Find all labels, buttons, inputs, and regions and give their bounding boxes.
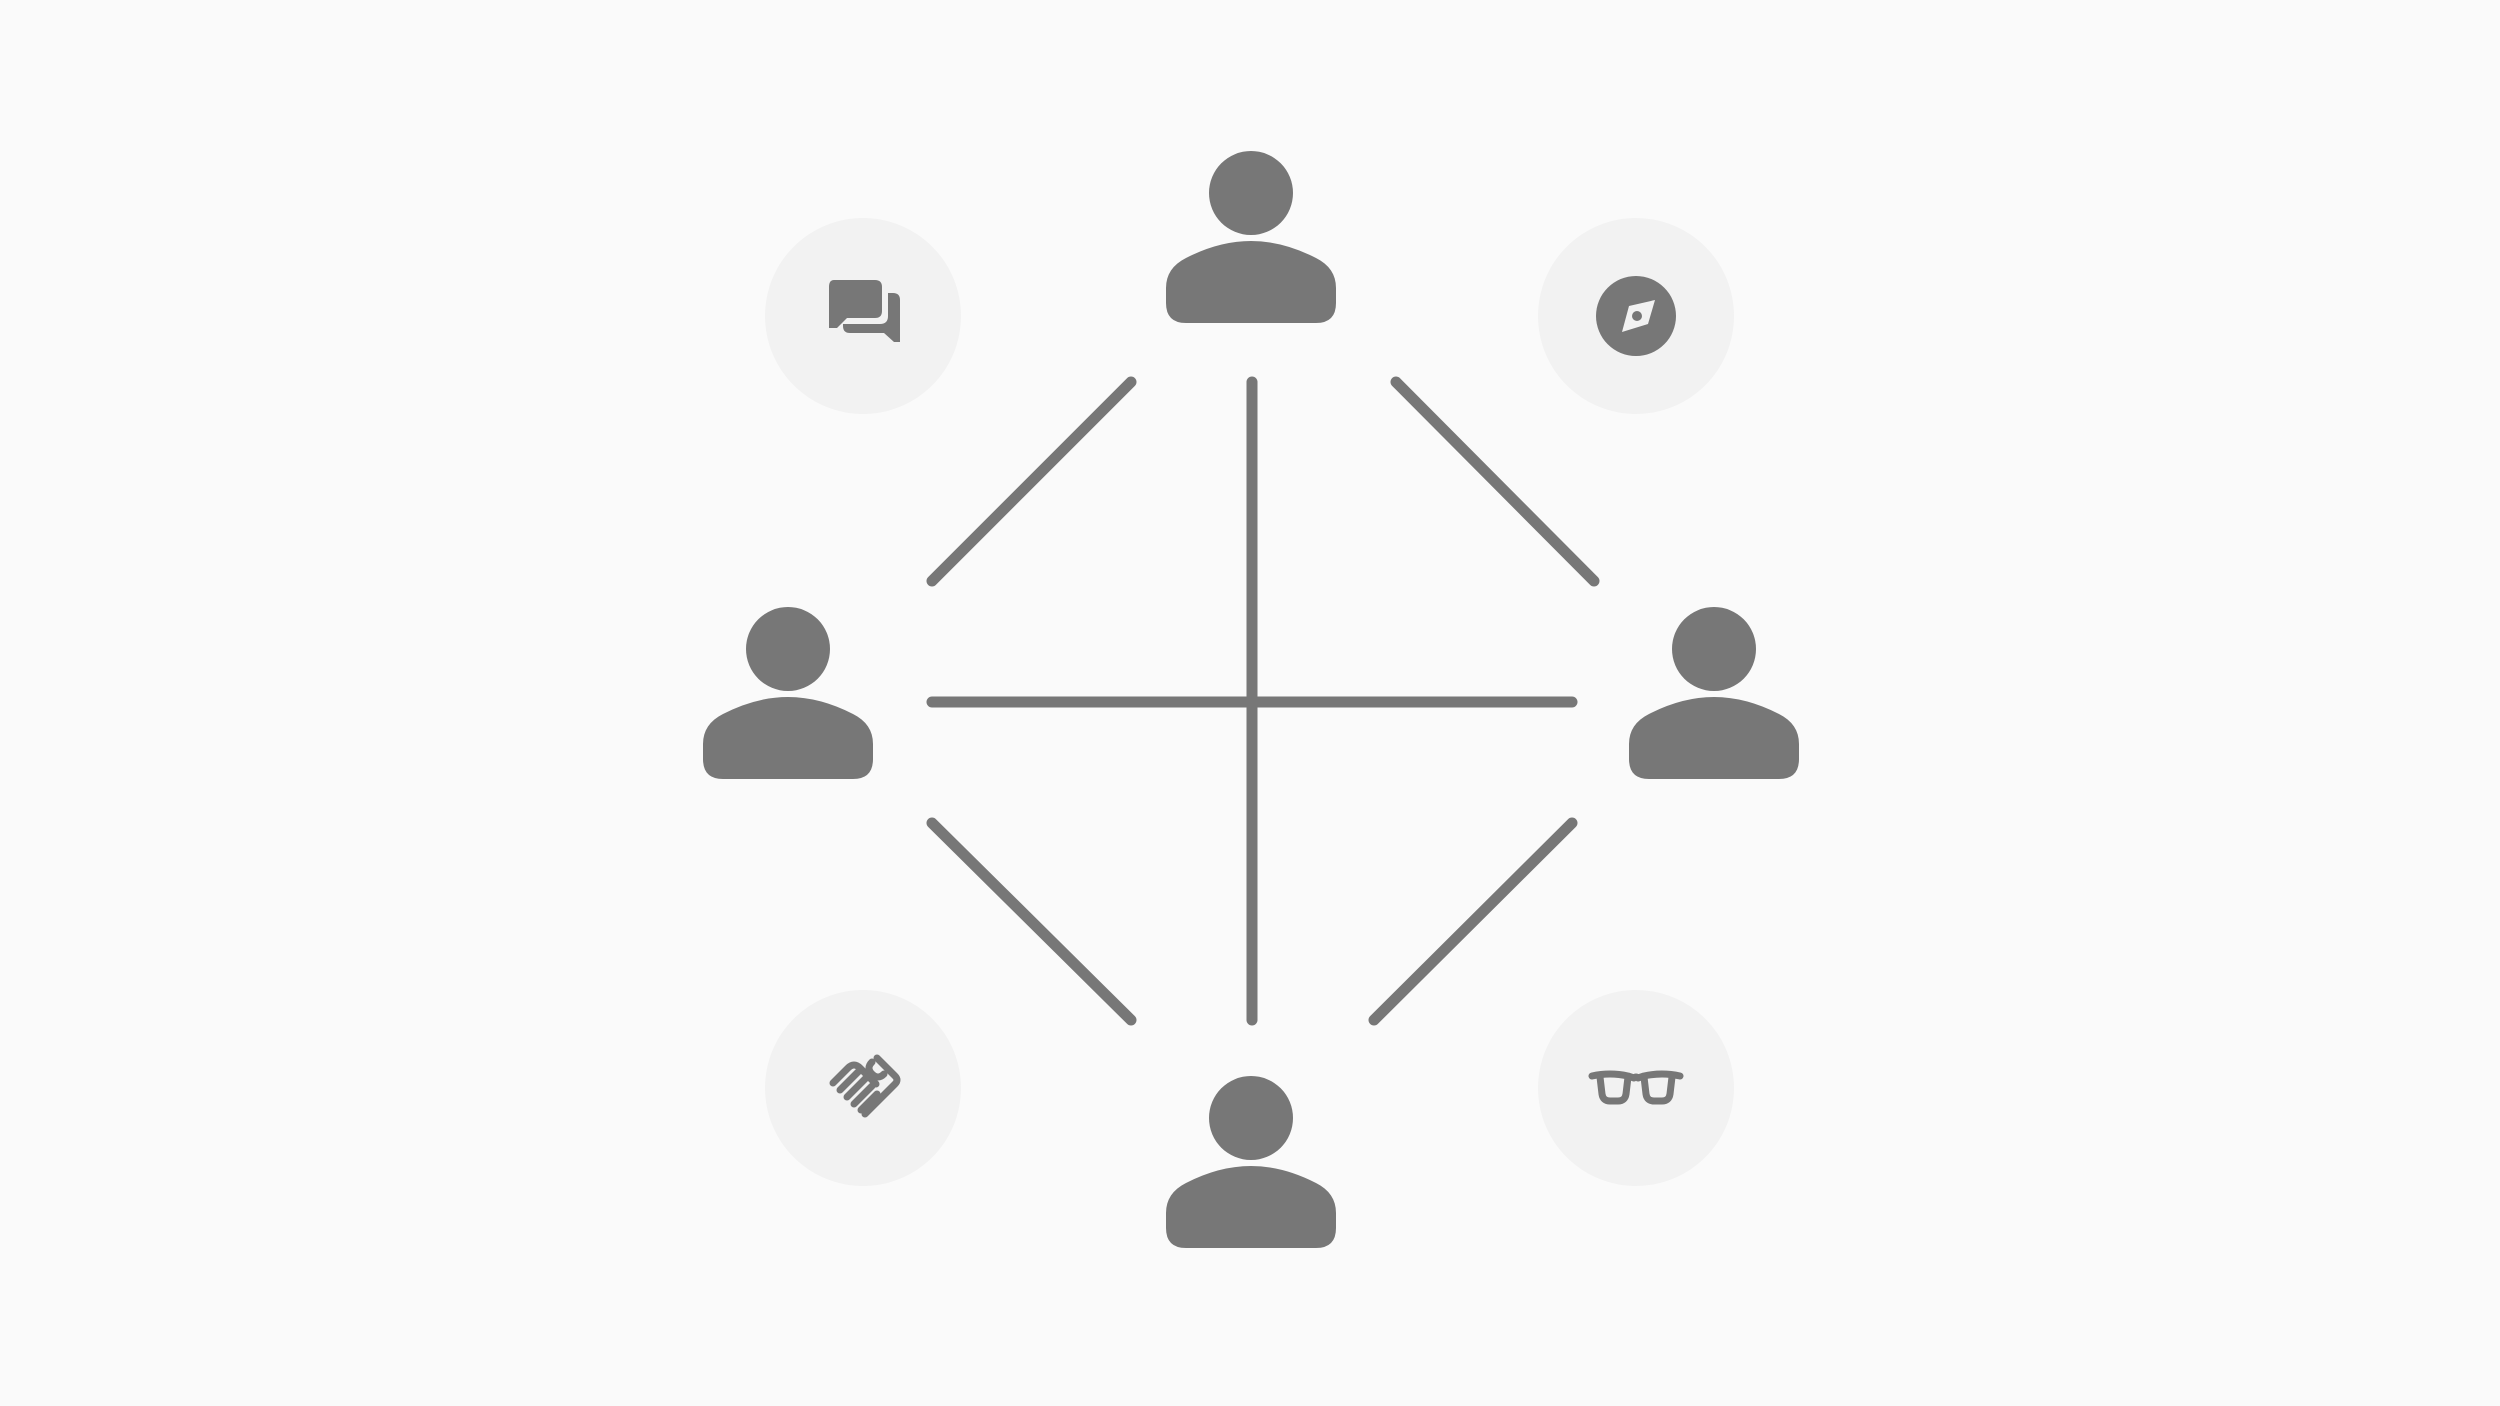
compass-icon [1596, 276, 1676, 356]
badge-bottom-right [1538, 990, 1734, 1186]
badge-top-left [765, 218, 961, 414]
connectors [926, 376, 1600, 1026]
badge-bottom-left [765, 990, 961, 1186]
chat-icon [829, 280, 900, 342]
glasses-icon [1588, 1070, 1684, 1105]
person-icon [1629, 607, 1799, 779]
person-icon [703, 607, 873, 779]
person-icon [1166, 151, 1336, 323]
person-icon [1166, 1076, 1336, 1248]
badge-top-right [1538, 218, 1734, 414]
connector-left-bottom [926, 817, 1137, 1026]
connector-top-left [926, 376, 1137, 587]
handshake-icon [829, 1054, 901, 1118]
connector-right-bottom [1368, 817, 1578, 1026]
connector-top-right [1390, 376, 1600, 587]
